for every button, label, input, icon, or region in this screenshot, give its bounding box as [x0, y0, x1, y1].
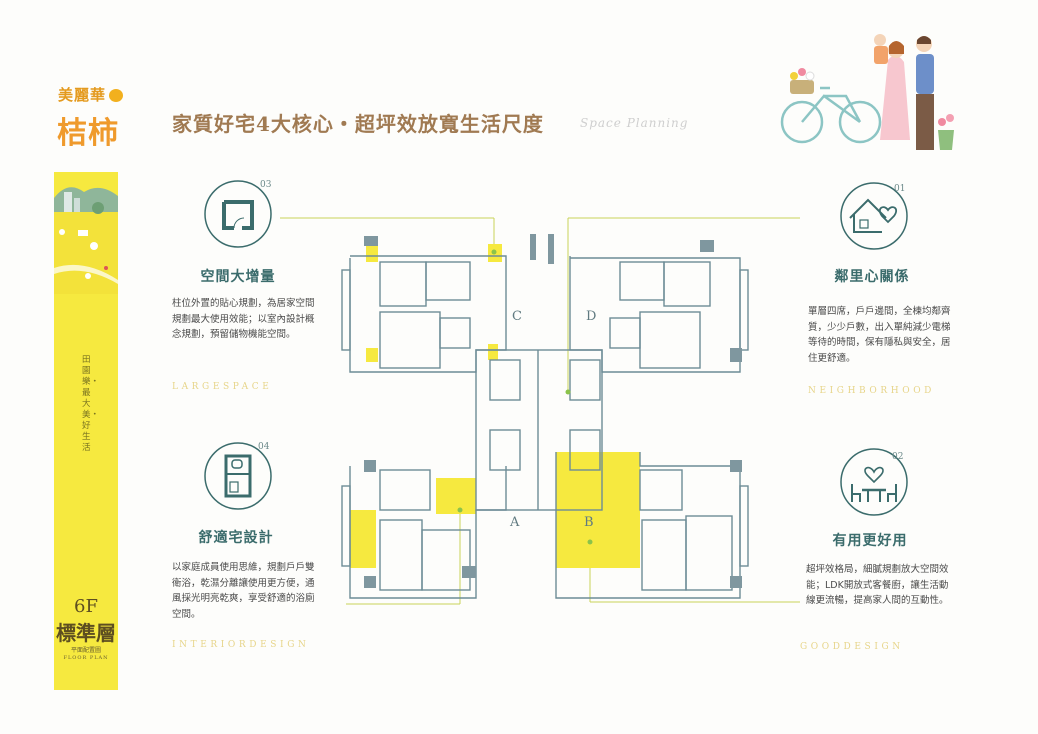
feature-number: 04: [258, 442, 270, 452]
feature-body: 單層四席，戶戶邊間，全棟均鄰齊質，少少戶數，出入單純減少電梯等待的時間，保有隱私…: [808, 306, 951, 364]
feature-neighborhood-icon-wrap: [838, 180, 910, 252]
landscape-illustration: [54, 172, 118, 294]
page-title: 家質好宅4大核心・超坪效放寬生活尺度: [172, 112, 544, 136]
feature-number: 03: [260, 180, 272, 190]
feature-number: 02: [892, 452, 904, 462]
brand-logo-name: 桔柿: [57, 116, 119, 151]
feature-body: 超坪效格局，細膩規劃放大空間效能；LDK開放式客餐廚，讓生活動線更流暢，提高家人…: [806, 564, 949, 606]
house-heart-icon: [840, 182, 908, 250]
feature-en-label: INTERIORDESIGN: [172, 640, 310, 650]
feature-title: 鄰里心關係: [834, 269, 910, 285]
bathroom-layout-icon: [204, 442, 272, 510]
unit-label-c: C: [512, 309, 522, 324]
feature-good-design-icon-wrap: [838, 446, 910, 518]
feature-interior-icon-wrap: [202, 440, 274, 512]
dining-table-icon: [840, 448, 908, 516]
feature-body: 以家庭成員使用思維，規劃戶戶雙衛浴，乾濕分離讓使用更方便，通風採光明亮乾爽，享受…: [172, 562, 315, 620]
feature-number: 01: [894, 184, 906, 194]
feature-title: 有用更好用: [832, 533, 908, 549]
unit-label-a: A: [509, 515, 520, 530]
unit-label-d: D: [586, 309, 596, 324]
brand-logo-top: 美麗華: [58, 84, 124, 105]
floorplan-room-icon: [204, 180, 272, 248]
unit-label-b: B: [584, 515, 594, 530]
feature-en-label: NEIGHBORHOOD: [808, 386, 935, 396]
floor-number: 6F: [74, 596, 98, 617]
persimmon-icon: [109, 89, 124, 102]
floor-name: 標準層: [56, 621, 116, 645]
feature-en-label: LARGESPACE: [172, 382, 273, 392]
feature-large-space-icon-wrap: [202, 178, 274, 250]
floor-subtitle-cn: 平面配置圖: [70, 647, 101, 654]
floor-plan: C D A B: [280, 200, 840, 630]
feature-title: 空間大增量: [200, 269, 276, 285]
feature-en-label: GOODDESIGN: [800, 642, 904, 652]
page-title-en: Space Planning: [580, 116, 689, 130]
sidebar-slogan: 田園樂・最大美・好生活: [82, 355, 100, 453]
feature-title: 舒適宅設計: [198, 530, 274, 546]
family-bicycle-illustration: [776, 30, 956, 164]
feature-body: 柱位外置的貼心規劃，為居家空間規劃最大使用效能；以室內設計概念規劃，預留儲物機能…: [172, 298, 315, 340]
floor-subtitle-en: FLOOR PLAN: [63, 655, 109, 661]
